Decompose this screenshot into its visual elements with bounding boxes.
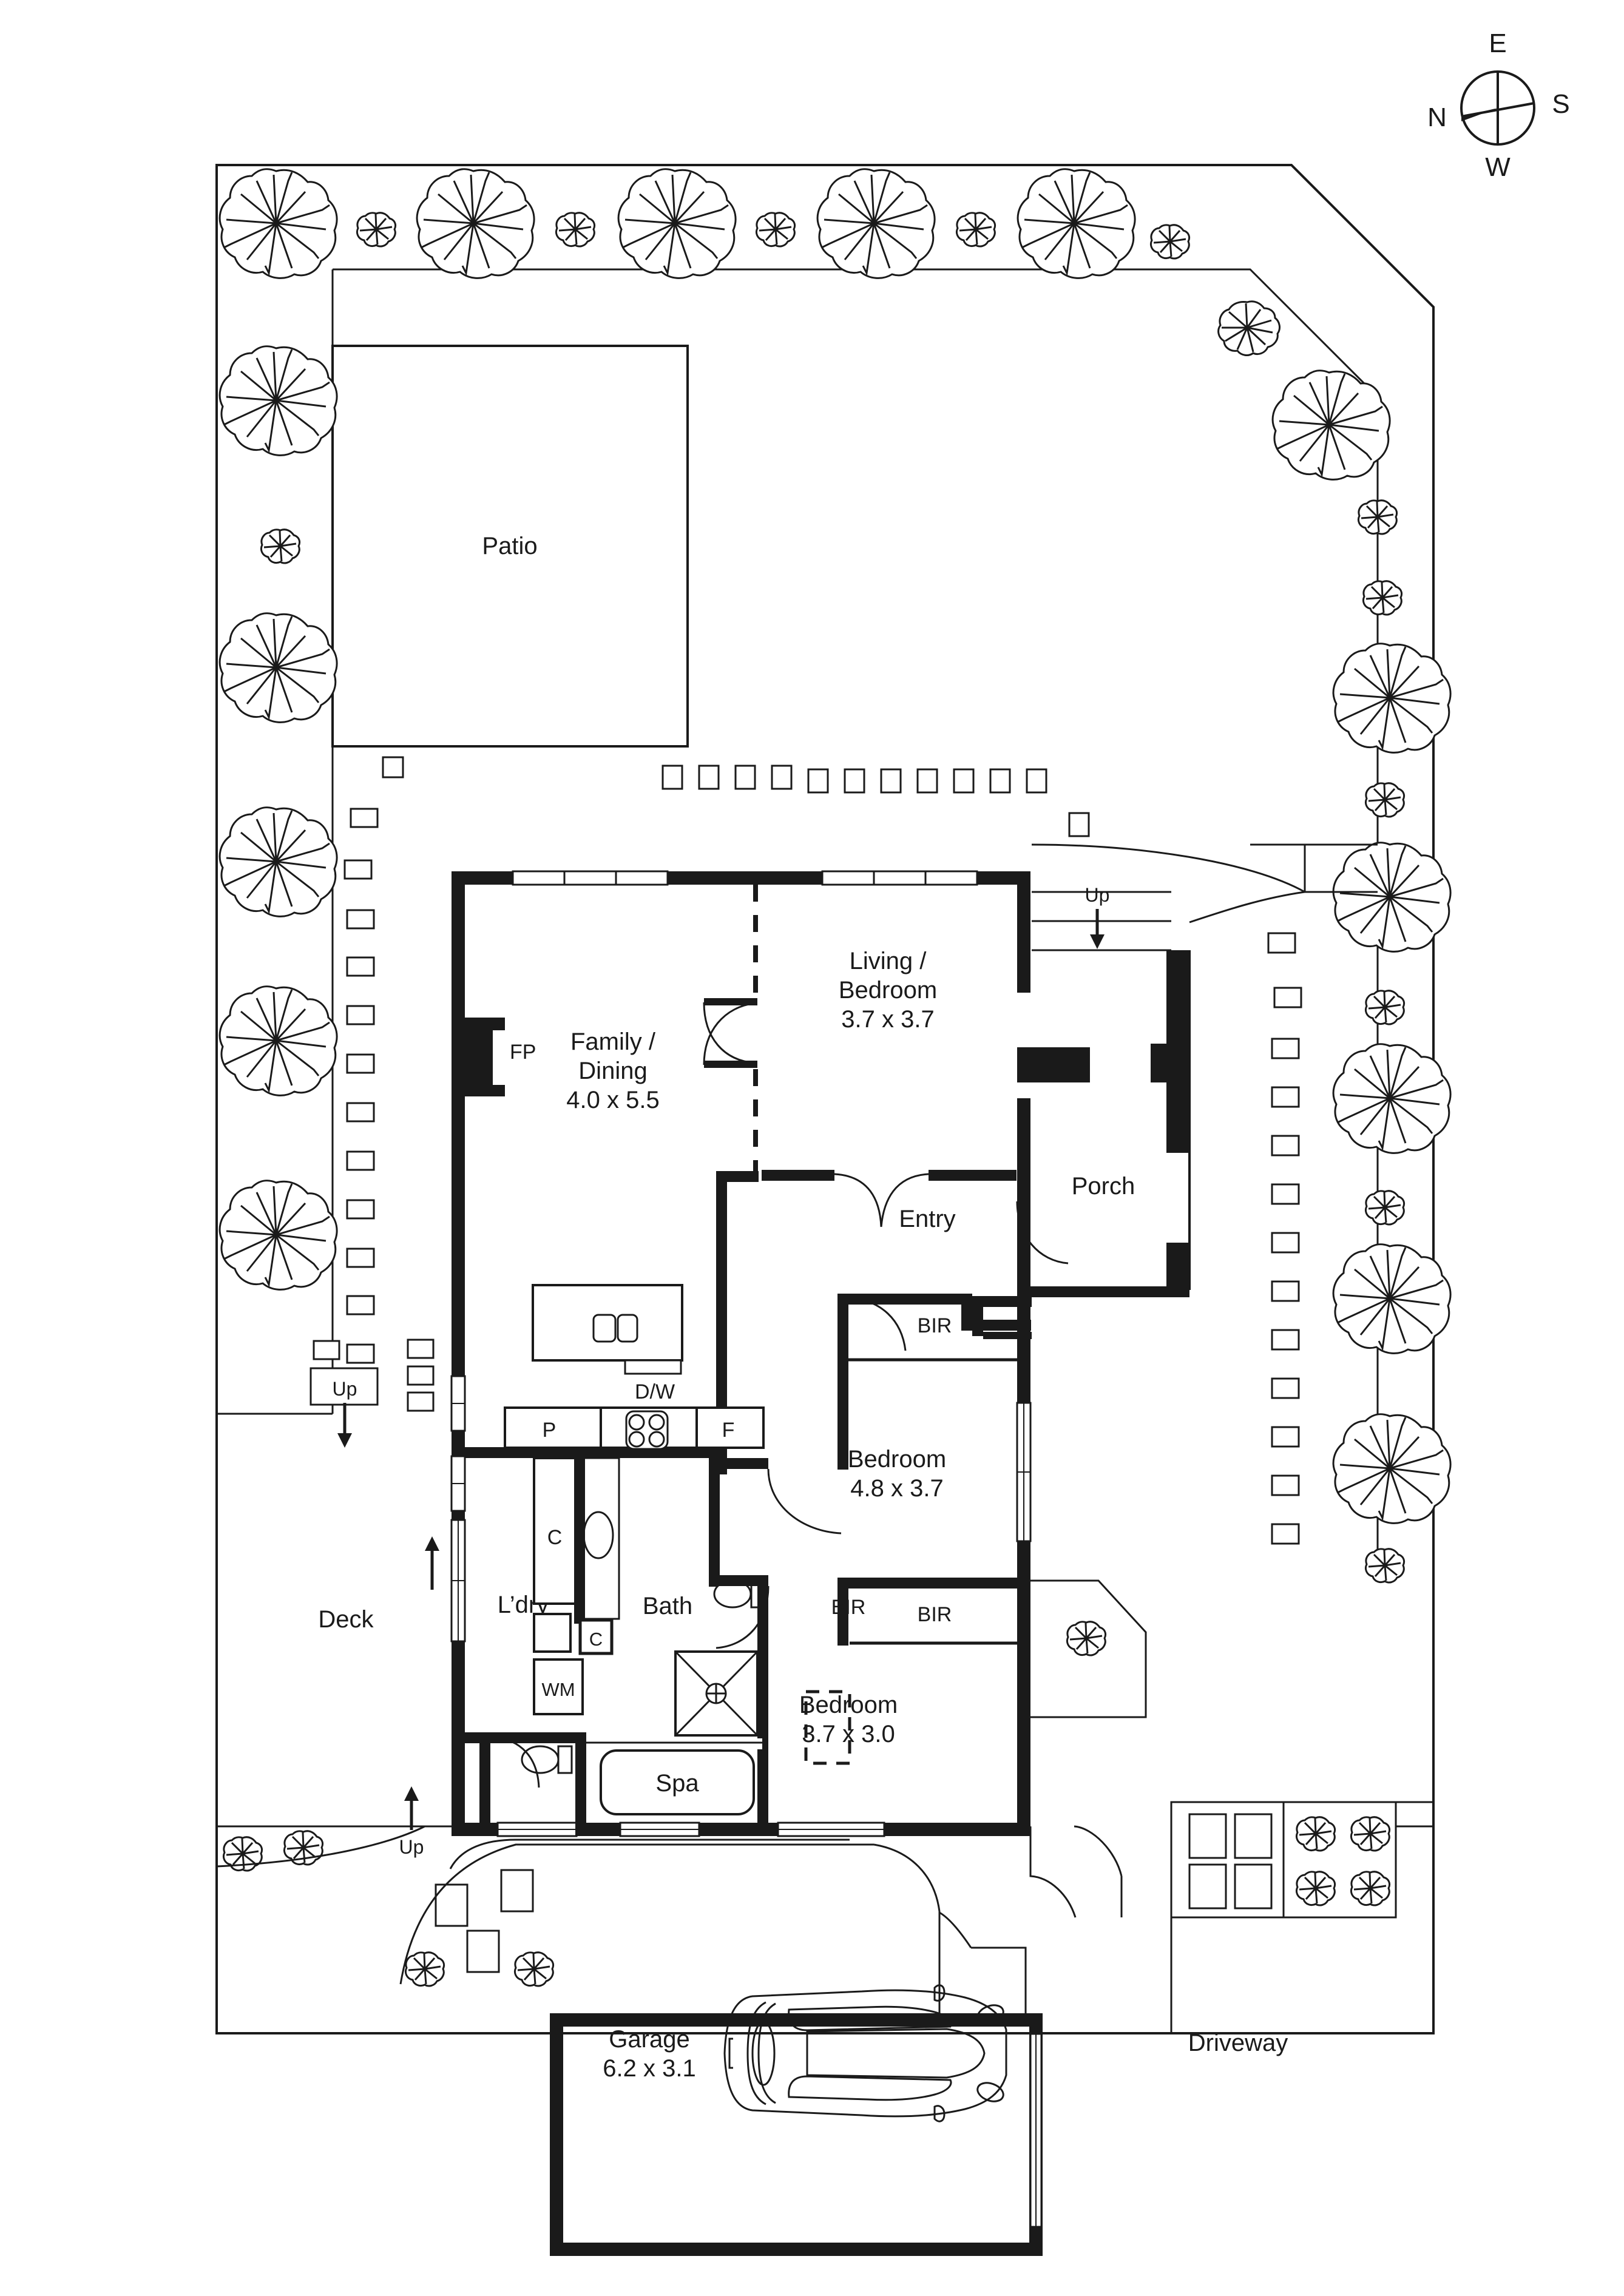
garage-dims: 6.2 x 3.1 xyxy=(603,2055,695,2082)
dishwasher-label: D/W xyxy=(635,1380,675,1403)
laundry-area: L’dry C C WM xyxy=(465,1454,620,1835)
compass-rose: E N S W xyxy=(1427,29,1570,182)
family-dining-line1: Family / xyxy=(570,1028,656,1055)
up-label-deck-south: Up xyxy=(399,1836,424,1858)
deck-area: Deck xyxy=(318,1606,374,1633)
family-dining-room: FP Family / Dining 4.0 x 5.5 xyxy=(465,1018,660,1113)
sliding-door-arrow xyxy=(425,1536,439,1590)
bedroom-main-room: Bedroom 4.8 x 3.7 BIR BIR xyxy=(837,1296,1032,1646)
compass-west-label: W xyxy=(1485,152,1511,182)
up-marker-deck-north: Up xyxy=(333,1378,357,1448)
door-entry-hall xyxy=(848,1297,907,1351)
living-bedroom-line1: Living / xyxy=(850,948,927,974)
trees-diagonal xyxy=(1217,300,1398,535)
trees-top xyxy=(218,168,1191,279)
door-hall-bath xyxy=(720,1458,842,1535)
cupboard-2-label: C xyxy=(589,1629,603,1650)
site-boundary xyxy=(215,164,1435,2034)
bir-1-label: BIR xyxy=(918,1314,952,1337)
bay-window-nook xyxy=(1030,1579,1147,1718)
bedroom-3-room: Bedroom 3.7 x 3.0 BIR xyxy=(799,1596,898,1765)
double-door-living-entry xyxy=(762,1170,1017,1227)
family-dining-line2: Dining xyxy=(578,1058,647,1084)
entry-front-door xyxy=(1016,1201,1069,1264)
compass-east-label: E xyxy=(1489,29,1506,58)
house-bottom-path xyxy=(449,1838,850,1869)
living-bedroom-room: Living / Bedroom 3.7 x 3.7 xyxy=(839,948,937,1033)
patio-label: Patio xyxy=(482,533,537,559)
trees-right xyxy=(1332,580,1452,1584)
entry-label: Entry xyxy=(899,1206,955,1232)
car-icon xyxy=(723,1984,1007,2122)
entry-room: Entry xyxy=(899,1206,955,1232)
up-label-deck-north: Up xyxy=(333,1378,357,1400)
interior-walls xyxy=(465,1171,759,1587)
living-bedroom-dims: 3.7 x 3.7 xyxy=(841,1006,934,1033)
window-bedroom-right xyxy=(1016,1402,1032,1542)
kitchen-bench-run: P F xyxy=(504,1406,765,1450)
garage-entry-path xyxy=(686,1843,1027,2013)
garden-curve-lower-left xyxy=(216,1825,686,1985)
front-path xyxy=(1031,843,1306,923)
up-marker-deck-south: Up xyxy=(399,1786,424,1858)
trees-left xyxy=(218,345,338,1291)
patio-area: Patio xyxy=(331,345,689,748)
dishwasher-unit xyxy=(624,1359,682,1375)
path-curves-right xyxy=(1305,843,1378,893)
windows-top xyxy=(512,870,978,886)
porch-area: Porch xyxy=(1017,891,1191,1297)
pantry-label: P xyxy=(543,1419,557,1442)
up-label-porch: Up xyxy=(1085,884,1110,906)
tree-in-nook xyxy=(1066,1621,1107,1656)
driveway-label: Driveway xyxy=(1188,2030,1288,2056)
bedroom-main-label: Bedroom xyxy=(848,1446,946,1473)
porch-label: Porch xyxy=(1072,1173,1135,1200)
family-dining-dims: 4.0 x 5.5 xyxy=(566,1087,659,1113)
washing-machine-label: WM xyxy=(541,1679,575,1700)
front-step-arc xyxy=(1029,1825,1123,1918)
windows-bottom xyxy=(496,1822,885,1837)
garage-label: Garage xyxy=(609,2026,689,2053)
pavers xyxy=(310,756,1302,1973)
cupboard-1-label: C xyxy=(547,1526,563,1549)
deck-label: Deck xyxy=(318,1606,374,1633)
bir-3-label: BIR xyxy=(831,1596,866,1619)
living-bedroom-line2: Bedroom xyxy=(839,977,937,1004)
lower-right-garden xyxy=(1170,1801,1433,1919)
compass-north-label: N xyxy=(1427,103,1447,132)
door-bath xyxy=(709,1575,770,1649)
bir-2-label: BIR xyxy=(918,1603,952,1626)
porch-steps xyxy=(1032,891,1171,951)
double-door-family-living xyxy=(703,998,757,1068)
spa-label: Spa xyxy=(655,1770,699,1797)
bedroom-main-dims: 4.8 x 3.7 xyxy=(850,1475,943,1502)
windows-left xyxy=(450,1375,466,1643)
fireplace-label: FP xyxy=(510,1041,536,1064)
compass-south-label: S xyxy=(1552,89,1569,119)
up-marker-porch: Up xyxy=(1085,884,1110,949)
garage-area: Garage 6.2 x 3.1 xyxy=(550,1984,1043,2256)
bath-label: Bath xyxy=(643,1593,692,1619)
kitchen-area: D/W Kitchen P F xyxy=(504,1284,765,1450)
fridge-label: F xyxy=(722,1419,735,1442)
bath-area: Bath Spa xyxy=(586,1579,768,1835)
